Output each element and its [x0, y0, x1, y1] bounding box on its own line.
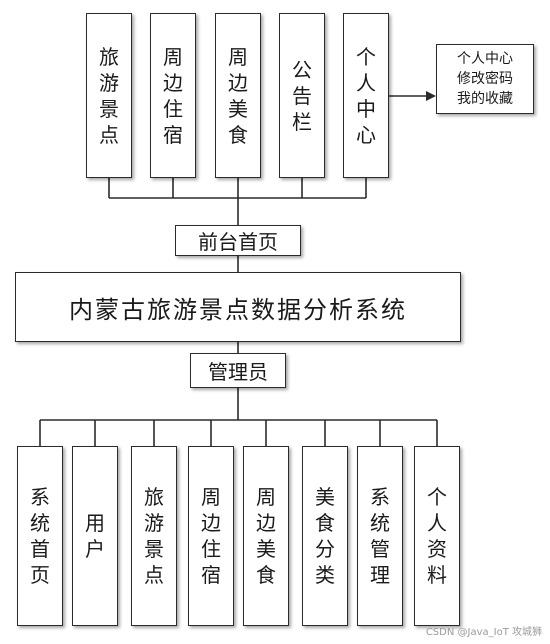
- admin-module-label: 系统管理: [370, 485, 390, 587]
- admin-module-sys-manage: 系统管理: [357, 446, 403, 626]
- admin-label: 管理员: [208, 360, 268, 384]
- main-system-node: 内蒙古旅游景点数据分析系统: [15, 272, 461, 342]
- personal-center-item: 个人中心: [457, 51, 513, 67]
- watermark: CSDN @Java_IoT 攻城狮: [425, 627, 542, 638]
- admin-module-user: 用户: [72, 446, 118, 626]
- frontend-module-label: 公告栏: [292, 57, 312, 134]
- admin-module-sys-home: 系统首页: [17, 446, 63, 626]
- frontend-module-notice: 公告栏: [279, 13, 325, 178]
- admin-module-profile: 个人资料: [414, 446, 460, 626]
- admin-module-label: 用户: [85, 511, 105, 561]
- admin-module-label: 系统首页: [30, 485, 50, 587]
- admin-module-label: 旅游景点: [144, 485, 164, 587]
- admin-module-food: 周边美食: [243, 446, 289, 626]
- frontend-module-label: 旅游景点: [99, 44, 119, 147]
- personal-center-items: 个人中心 修改密码 我的收藏: [436, 44, 534, 114]
- connectors: [39, 95, 438, 446]
- frontend-module-label: 周边美食: [228, 44, 248, 147]
- frontend-module-food: 周边美食: [215, 13, 261, 178]
- frontend-module-hotel: 周边住宿: [150, 13, 196, 178]
- admin-module-hotel: 周边住宿: [188, 446, 234, 626]
- frontend-module-travel: 旅游景点: [86, 13, 132, 178]
- personal-center-item: 我的收藏: [457, 91, 513, 107]
- frontend-home-node: 前台首页: [175, 225, 301, 256]
- frontend-module-personal: 个人中心: [343, 13, 389, 178]
- admin-module-label: 周边美食: [256, 485, 276, 587]
- personal-center-item: 修改密码: [457, 71, 513, 87]
- frontend-module-label: 个人中心: [356, 44, 376, 147]
- admin-module-label: 美食分类: [315, 485, 335, 587]
- admin-module-label: 个人资料: [427, 485, 447, 587]
- admin-module-travel: 旅游景点: [131, 446, 177, 626]
- frontend-module-label: 周边住宿: [163, 44, 183, 147]
- frontend-home-label: 前台首页: [198, 230, 278, 254]
- main-system-title: 内蒙古旅游景点数据分析系统: [69, 295, 407, 324]
- admin-node: 管理员: [190, 353, 286, 388]
- admin-module-label: 周边住宿: [201, 485, 221, 587]
- admin-module-food-cat: 美食分类: [302, 446, 348, 626]
- arrow-head-icon: [426, 91, 436, 101]
